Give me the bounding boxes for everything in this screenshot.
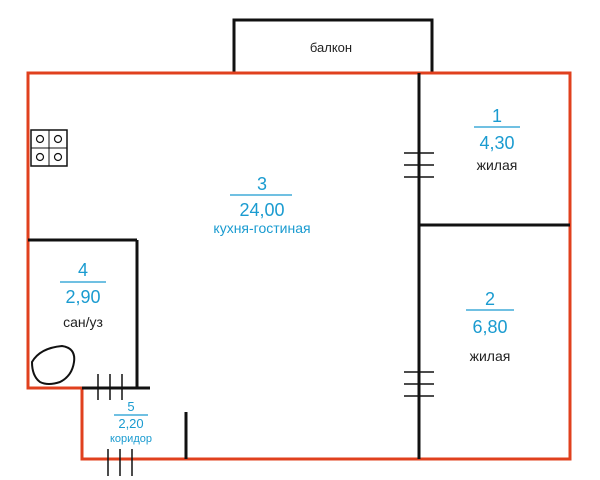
room-1-label: 1 4,30 жилая [474,106,520,173]
room-number: 3 [257,174,267,194]
room-number: 5 [127,399,134,414]
room-number: 2 [485,289,495,309]
room-name: сан/уз [63,314,103,330]
room-name: жилая [470,348,511,364]
room-name: жилая [477,157,518,173]
room-name: коридор [110,433,152,445]
interior-walls [28,73,570,459]
balcony-outline [232,18,434,73]
door-mark-icon [404,371,434,397]
stove-icon [30,129,68,167]
room-area: 24,00 [239,200,284,220]
room-area: 2,20 [118,416,143,431]
toilet-icon [30,344,76,385]
room-name: кухня-гостиная [213,220,310,236]
room-number: 1 [492,106,502,126]
door-mark-icon [107,449,133,476]
room-2-label: 2 6,80 жилая [466,289,514,364]
room-area: 6,80 [472,317,507,337]
room-area: 2,90 [65,287,100,307]
balcony: балкон [232,18,434,73]
room-5-label: 5 2,20 коридор [110,399,152,445]
room-number: 4 [78,260,88,280]
outer-wall [26,71,572,461]
balcony-label: балкон [310,40,352,55]
room-3-label: 3 24,00 кухня-гостиная [213,174,310,236]
room-area: 4,30 [479,133,514,153]
door-mark-icon [404,152,434,178]
door-mark-icon [97,374,123,400]
room-4-label: 4 2,90 сан/уз [60,260,106,330]
